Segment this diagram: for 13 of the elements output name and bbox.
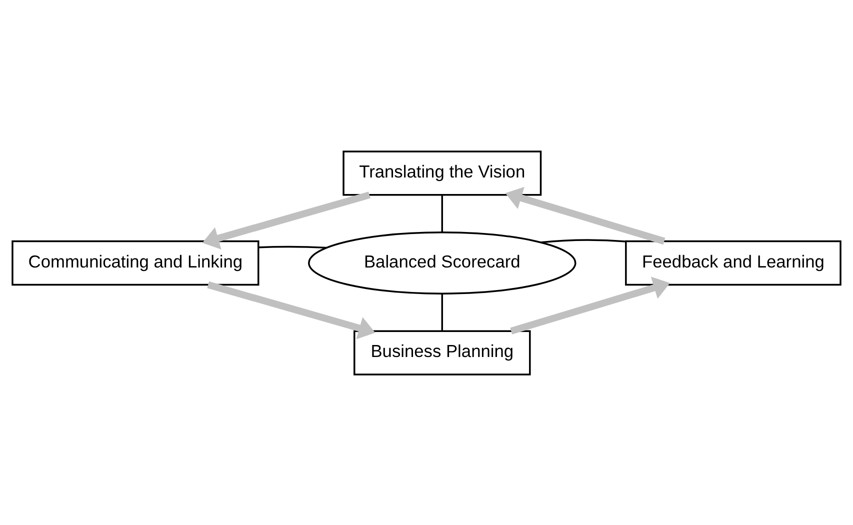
node-box: Feedback and Learning [625,240,842,286]
connector [540,238,626,243]
arrow [207,280,376,339]
connector [441,194,443,232]
arrow [505,186,666,244]
node-box: Translating the Vision [342,150,542,196]
node-box: Communicating and Linking [12,240,260,286]
connector [441,293,443,330]
node-box: Business Planning [354,330,531,375]
arrow [510,276,670,334]
connector [258,245,326,248]
arrow [202,191,370,249]
node-ellipse: Balanced Scorecard [308,231,576,294]
